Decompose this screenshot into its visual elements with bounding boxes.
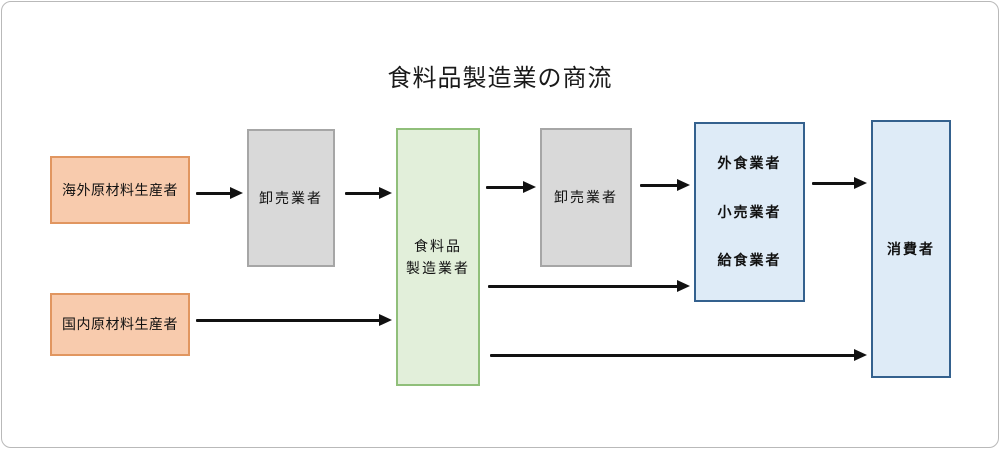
- node-label-retailer: 小売業者: [717, 203, 782, 220]
- node-label: 卸売業者: [554, 189, 618, 206]
- arrowhead-icon: [677, 178, 690, 191]
- arrow-shaft: [490, 353, 858, 357]
- arrowhead-icon: [677, 279, 690, 292]
- node-label-restaurant: 外食業者: [717, 155, 782, 172]
- node-label-catering: 給食業者: [717, 252, 782, 269]
- arrow-shaft: [640, 183, 681, 187]
- arrow-shaft: [488, 284, 681, 288]
- node-wholesaler-upstream: 卸売業者: [247, 129, 335, 267]
- arrow-shaft: [196, 318, 383, 322]
- node-domestic-raw-material-producer: 国内原材料生産者: [50, 293, 190, 356]
- arrow-shaft: [486, 185, 527, 189]
- node-wholesaler-downstream: 卸売業者: [540, 128, 632, 267]
- arrow-shaft: [196, 191, 234, 195]
- node-label-line2: 製造業者: [406, 260, 470, 276]
- node-distribution-channels: 外食業者 小売業者 給食業者: [694, 122, 805, 302]
- node-consumer: 消費者: [871, 120, 951, 378]
- node-label: 消費者: [887, 240, 935, 257]
- node-overseas-raw-material-producer: 海外原材料生産者: [50, 156, 190, 224]
- arrowhead-icon: [854, 348, 867, 361]
- node-label-line1: 食料品: [414, 237, 462, 254]
- node-label: 海外原材料生産者: [62, 181, 178, 198]
- arrowhead-icon: [854, 176, 867, 189]
- diagram-title: 食料品製造業の商流: [387, 65, 613, 92]
- arrow-shaft: [345, 191, 383, 195]
- arrowhead-icon: [379, 313, 392, 326]
- arrow-shaft: [812, 181, 858, 185]
- arrowhead-icon: [230, 186, 243, 199]
- node-label: 国内原材料生産者: [62, 316, 178, 333]
- node-label: 卸売業者: [259, 189, 323, 206]
- node-food-manufacturer: 食料品 製造業者: [396, 128, 480, 386]
- arrowhead-icon: [379, 186, 392, 199]
- arrowhead-icon: [523, 180, 536, 193]
